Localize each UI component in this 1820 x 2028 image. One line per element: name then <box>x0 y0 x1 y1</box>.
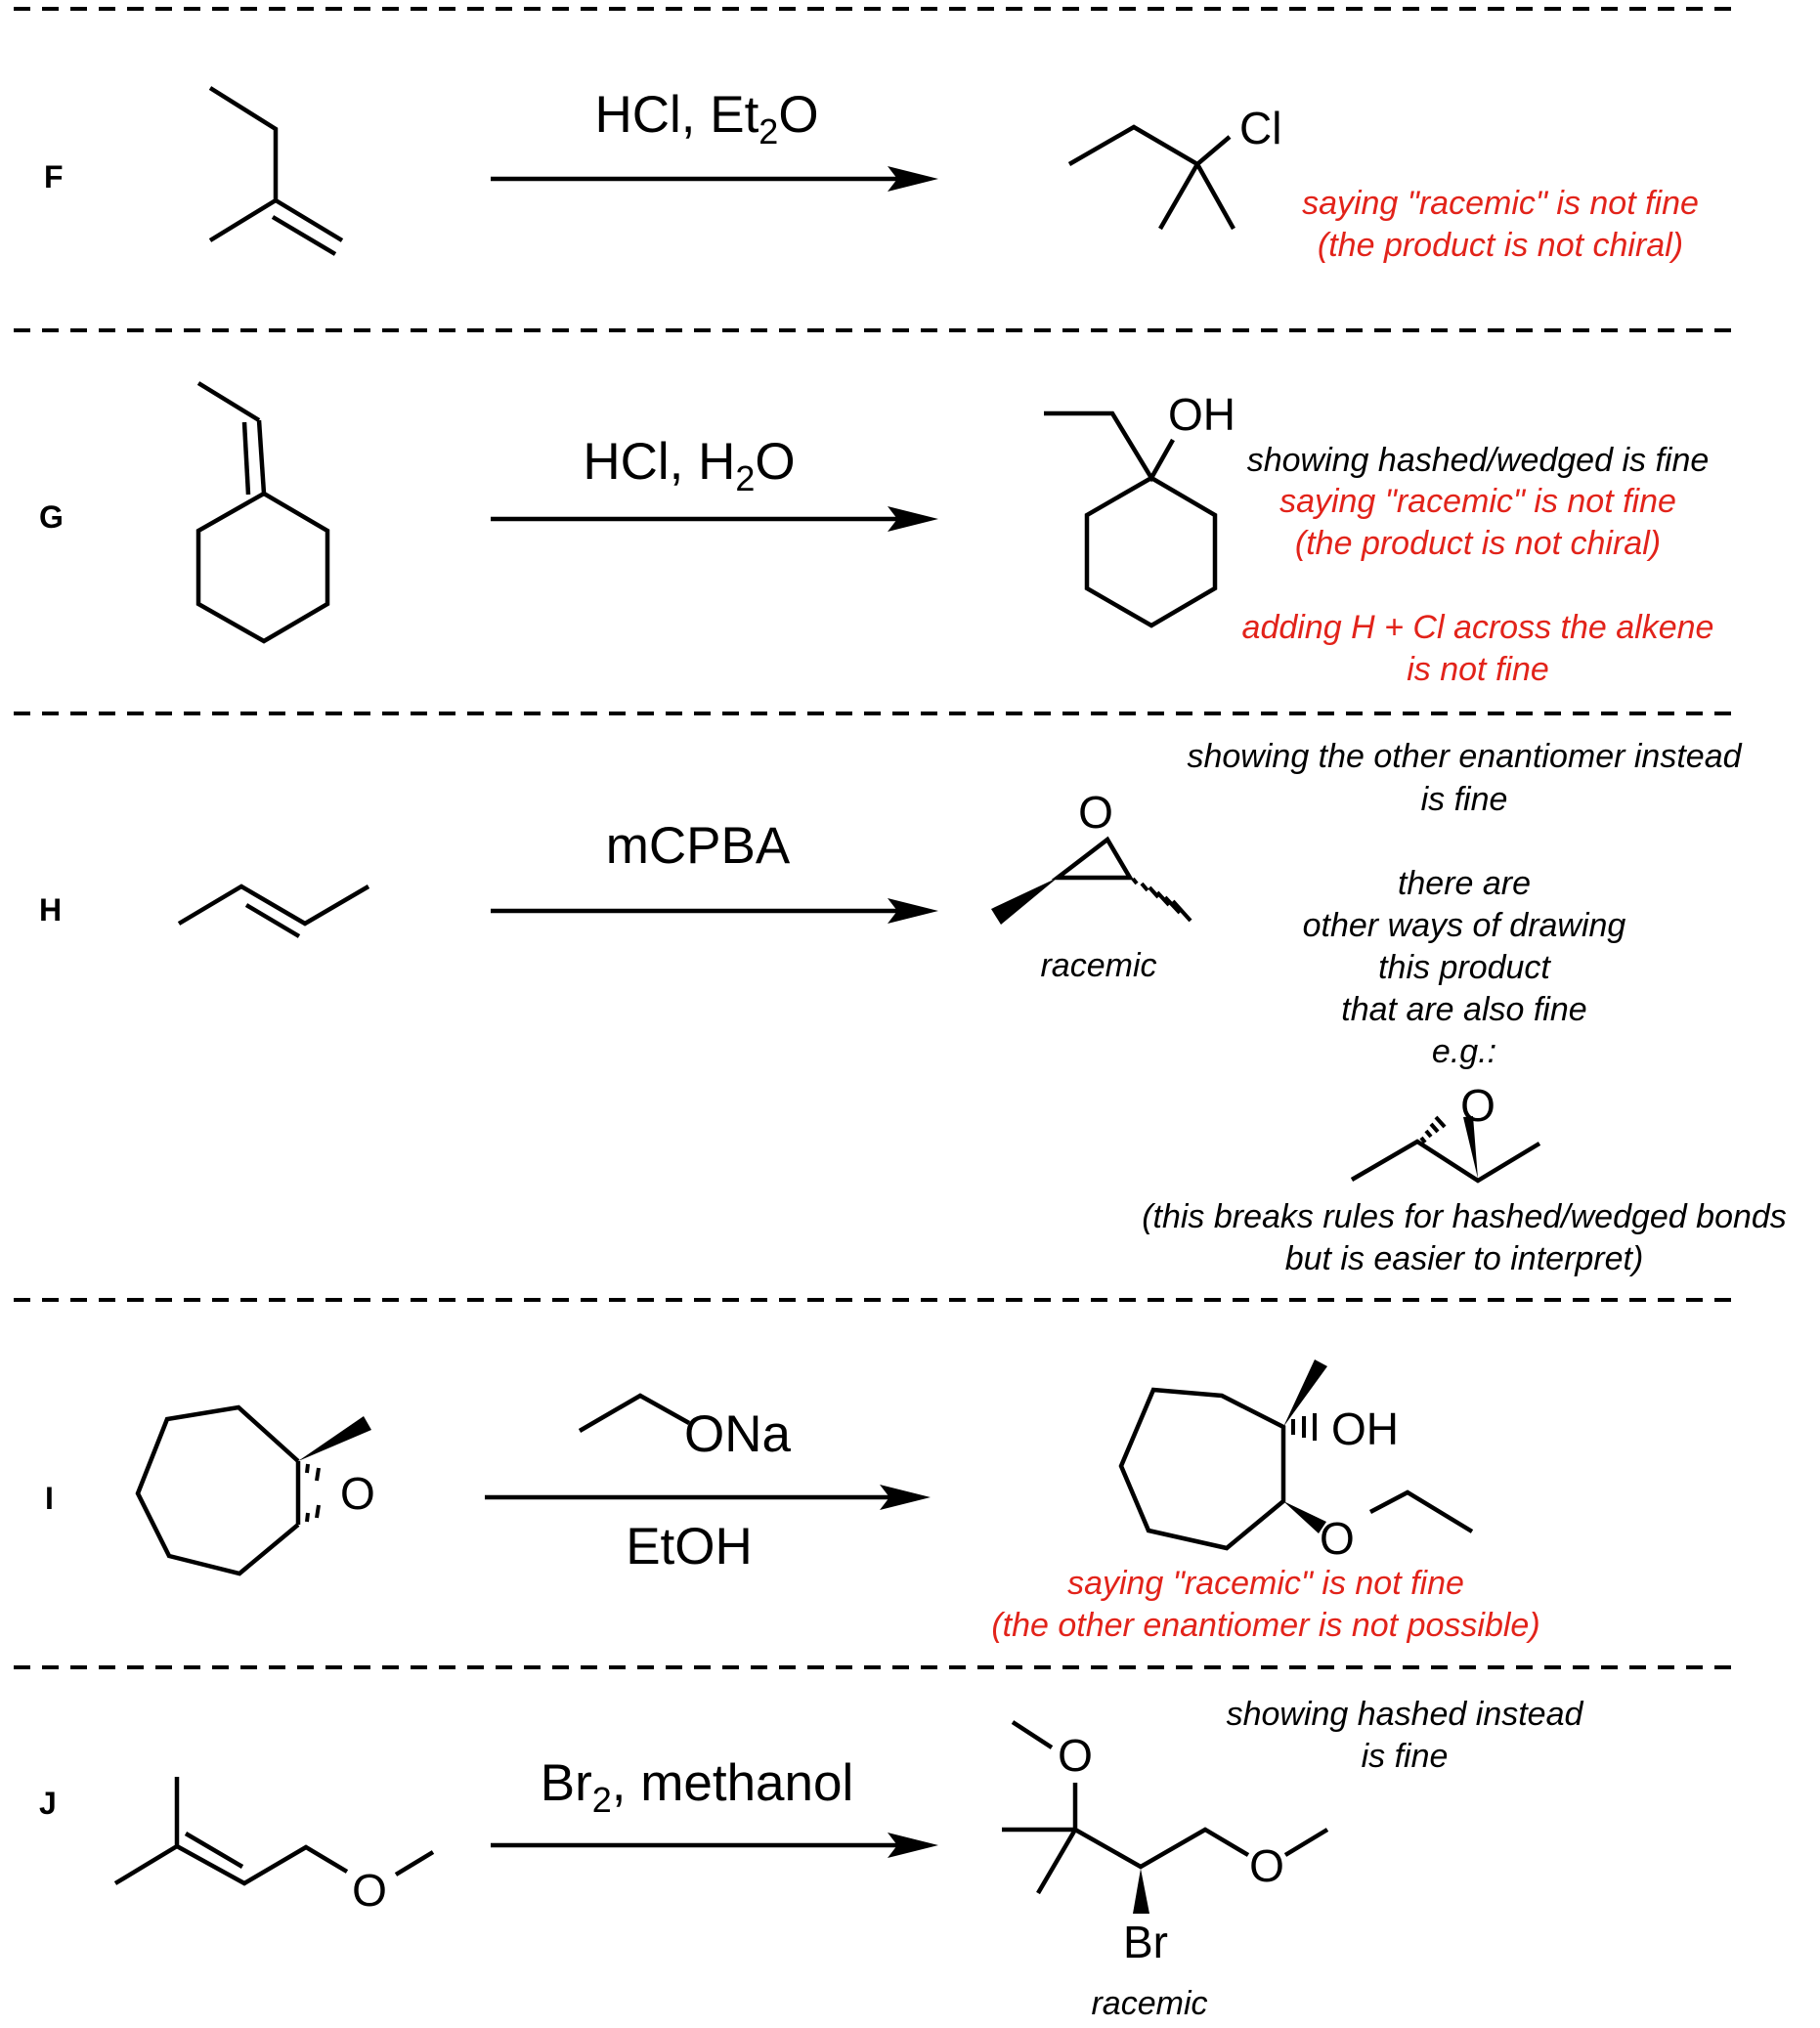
atom-oh: OH <box>1168 389 1235 440</box>
caption-racemic-j: racemic <box>1091 1985 1207 2022</box>
reaction-f: F HCl, Et2O Cl saying "racemic" is not f… <box>44 86 1699 264</box>
note-h-9: but is easier to interpret) <box>1285 1240 1644 1277</box>
wedge-bond <box>991 878 1058 925</box>
alt-wedge-bond <box>1463 1116 1478 1179</box>
notes-g: showing hashed/wedged is fine saying "ra… <box>1242 442 1714 688</box>
note-g-3: (the product is not chiral) <box>1295 525 1661 562</box>
reagent-i-base: ONa <box>684 1405 792 1463</box>
reactant-j: O <box>113 1777 435 1916</box>
atom-o-start-j: O <box>352 1865 387 1916</box>
reaction-arrow-g <box>491 506 938 532</box>
caption-racemic-h: racemic <box>1040 947 1156 984</box>
atom-oh-product: OH <box>1331 1403 1399 1454</box>
atom-o-right: O <box>1249 1840 1284 1891</box>
note-h-4: other ways of drawing <box>1303 907 1626 944</box>
note-h-8: (this breaks rules for hashed/wedged bon… <box>1142 1198 1787 1235</box>
reaction-arrow-h <box>491 898 938 924</box>
notes-f: saying "racemic" is not fine (the produc… <box>1302 185 1699 264</box>
note-h-7: e.g.: <box>1432 1033 1496 1070</box>
note-f-2: (the product is not chiral) <box>1318 227 1683 264</box>
wedge-bond-br <box>1133 1869 1149 1914</box>
note-g-5: is not fine <box>1407 651 1549 688</box>
reactant-g <box>195 381 330 644</box>
reaction-label-h: H <box>39 892 62 928</box>
atom-o-epoxide: O <box>1078 787 1113 838</box>
reagent-f: HCl, Et2O <box>594 86 818 151</box>
note-j-2: is fine <box>1362 1738 1449 1775</box>
note-g-1: showing hashed/wedged is fine <box>1247 442 1710 479</box>
note-g-2: saying "racemic" is not fine <box>1279 483 1676 520</box>
wedge-bond <box>298 1416 371 1461</box>
atom-o-ether: O <box>1320 1513 1355 1564</box>
product-f: Cl <box>1067 103 1281 231</box>
atom-o-top: O <box>1058 1730 1093 1781</box>
note-h-2: is fine <box>1421 781 1508 818</box>
notes-j: showing hashed instead is fine <box>1227 1696 1584 1775</box>
alternate-epoxide-drawing: O <box>1350 1080 1541 1184</box>
product-h-epoxide: O racemic <box>991 787 1192 984</box>
note-i-1: saying "racemic" is not fine <box>1067 1565 1464 1602</box>
hashed-bond-oh <box>1291 1413 1317 1441</box>
reaction-label-f: F <box>44 159 64 194</box>
reactant-f <box>208 86 344 256</box>
notes-h: showing the other enantiomer instead is … <box>1187 738 1742 1070</box>
product-g: OH <box>1044 389 1235 628</box>
reaction-label-g: G <box>39 499 64 535</box>
reaction-arrow-i <box>485 1485 931 1510</box>
reagent-j: Br2, methanol <box>541 1754 854 1820</box>
reaction-g: G HCl, H2O OH showing hashed/wedged is f… <box>39 381 1714 688</box>
wedge-bond-oet <box>1283 1501 1326 1533</box>
note-i-2: (the other enantiomer is not possible) <box>991 1607 1539 1644</box>
reagent-i: ONa EtOH <box>578 1393 792 1575</box>
notes-i: saying "racemic" is not fine (the other … <box>991 1565 1539 1644</box>
note-h-5: this product <box>1378 949 1551 986</box>
wedge-bond-methyl <box>1283 1359 1327 1427</box>
atom-o-start: O <box>340 1468 375 1519</box>
hashed-bond <box>305 1463 321 1523</box>
reaction-j: J O Br2, methanol O O Br racemic showing <box>39 1696 1583 2022</box>
reaction-i: I O ONa EtOH <box>45 1359 1540 1644</box>
product-j: O O Br racemic <box>1002 1720 1329 2022</box>
reaction-arrow-j <box>491 1833 938 1858</box>
atom-br: Br <box>1123 1917 1168 1967</box>
reaction-label-i: I <box>45 1481 54 1516</box>
hashed-bond <box>1131 877 1192 923</box>
note-h-3: there are <box>1398 865 1531 902</box>
alt-hashed-bond <box>1419 1115 1447 1144</box>
section-dividers <box>14 7 1735 1669</box>
reactant-h <box>177 884 370 938</box>
reagent-i-solvent: EtOH <box>626 1518 753 1575</box>
product-i: OH O <box>1118 1359 1474 1564</box>
reaction-h: H mCPBA O racemic showing <box>39 738 1787 1277</box>
reactant-i: O <box>135 1404 375 1576</box>
reaction-label-j: J <box>39 1786 57 1821</box>
atom-cl: Cl <box>1239 103 1281 153</box>
note-f-1: saying "racemic" is not fine <box>1302 185 1699 222</box>
reaction-arrow-f <box>491 166 938 192</box>
reagent-g: HCl, H2O <box>583 433 795 498</box>
note-h-1: showing the other enantiomer instead <box>1187 738 1742 775</box>
note-g-4: adding H + Cl across the alkene <box>1242 609 1714 646</box>
atom-o-alt: O <box>1460 1080 1495 1131</box>
note-j-1: showing hashed instead <box>1227 1696 1584 1733</box>
note-h-6: that are also fine <box>1341 991 1586 1028</box>
reagent-h: mCPBA <box>606 817 791 875</box>
